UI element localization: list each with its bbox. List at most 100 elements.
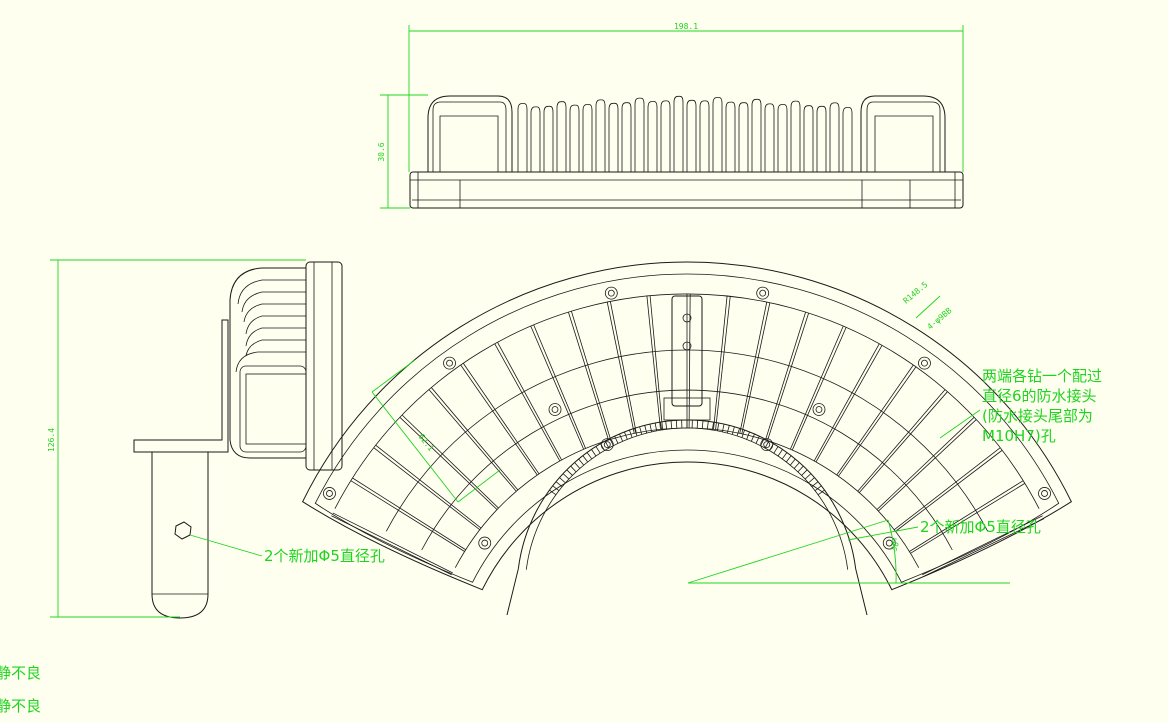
- arc-rib: [568, 312, 609, 441]
- fin: [634, 97, 645, 172]
- arc-rib: [815, 345, 883, 463]
- top-dimensions: 198.1 30.6: [377, 22, 964, 209]
- arc-rib: [739, 302, 768, 434]
- band-tick: [582, 455, 589, 463]
- drill-note-line-1: 两端各钻一个配过: [982, 367, 1103, 385]
- new-hole-note-left: 2个新加Φ5直径孔: [264, 547, 385, 565]
- top-width-label: 198.1: [674, 22, 698, 31]
- fin: [621, 102, 632, 172]
- arc-rib: [401, 414, 499, 509]
- drill-note-line-2: 直径6的防水接头: [982, 387, 1097, 405]
- band-tick: [755, 436, 760, 444]
- band-tick: [721, 424, 725, 432]
- band-tick: [769, 443, 774, 451]
- band-tick: [781, 452, 788, 460]
- side-view: [133, 261, 343, 619]
- band-tick: [624, 431, 628, 440]
- mount-hole-inner: [603, 441, 611, 449]
- mount-hole-inner: [759, 289, 767, 297]
- arc-rib: [836, 364, 914, 476]
- band-tick: [777, 449, 783, 457]
- fin: [647, 101, 658, 172]
- top-height-label: 30.6: [377, 142, 386, 161]
- mount-hole: [756, 286, 770, 300]
- arc-rib: [530, 325, 585, 450]
- drill-note-line-4: M10H7)孔: [982, 427, 1056, 445]
- arc-rib: [895, 449, 1003, 532]
- arc-rib: [765, 312, 806, 441]
- fin: [686, 99, 697, 172]
- arc-rib: [460, 364, 538, 476]
- arc-rib: [791, 327, 847, 451]
- arc-rib: [713, 295, 728, 430]
- band-tick: [741, 429, 745, 438]
- band-tick: [574, 462, 581, 469]
- band-tick: [566, 469, 573, 476]
- arc-rib: [494, 343, 561, 462]
- mount-hole: [323, 487, 336, 500]
- arc-rib: [609, 301, 637, 434]
- mount-hole-inner: [326, 490, 333, 497]
- mount-hole: [604, 286, 618, 300]
- side-note-1: 静不良: [0, 664, 42, 682]
- band-tick: [726, 425, 730, 434]
- band-tick: [654, 422, 658, 431]
- band-tick: [696, 420, 699, 429]
- arc-rib: [649, 295, 663, 430]
- mount-hole-inner: [446, 359, 453, 367]
- band-tick: [817, 489, 825, 496]
- angle-label: 30°: [889, 536, 902, 553]
- fin: [543, 105, 554, 172]
- fin: [764, 103, 775, 172]
- arc-rib: [688, 294, 691, 429]
- band-tick: [559, 477, 566, 484]
- arc-rib: [606, 302, 635, 434]
- fin: [556, 101, 567, 172]
- band-tick: [789, 458, 796, 466]
- arc-rib: [646, 295, 661, 430]
- band-tick: [549, 489, 557, 496]
- band-tick: [614, 436, 619, 444]
- arc-rib: [910, 483, 1026, 554]
- fin: [738, 102, 749, 172]
- band-tick: [649, 424, 653, 432]
- fin: [582, 104, 593, 172]
- band-tick: [746, 431, 750, 440]
- band-tick: [670, 420, 673, 429]
- fin: [699, 100, 710, 172]
- band-tick: [764, 440, 770, 449]
- band-tick: [562, 473, 570, 480]
- band-tick: [665, 421, 668, 430]
- band-tick: [609, 438, 614, 446]
- top-view: [409, 95, 964, 209]
- fin: [725, 101, 736, 172]
- band-tick: [591, 449, 597, 457]
- drill-holes-note: 两端各钻一个配过 直径6的防水接头 (防水接头尾部为 M10H7)孔: [982, 366, 1102, 446]
- band-tick: [619, 433, 624, 442]
- band-tick: [555, 481, 563, 488]
- arc-rib: [813, 343, 880, 462]
- band-tick: [736, 428, 740, 437]
- mount-hole: [443, 356, 456, 370]
- fin: [829, 102, 840, 172]
- arc-rib: [894, 447, 1001, 531]
- band-tick: [552, 485, 560, 492]
- band-tick: [808, 477, 815, 484]
- callout-r-label: R148.5: [902, 280, 930, 306]
- band-tick: [760, 438, 765, 446]
- band-tick: [600, 443, 605, 451]
- band-tick: [731, 426, 735, 435]
- arc-rib: [909, 480, 1024, 552]
- band-tick: [634, 428, 638, 437]
- arc-rib: [533, 324, 586, 449]
- mount-hole-inner: [481, 539, 489, 547]
- arc-rib: [497, 342, 562, 461]
- arc-rib: [857, 389, 946, 492]
- arc-width-label: 62.1: [416, 432, 435, 453]
- arc-rib: [878, 419, 977, 512]
- mount-hole-inner: [921, 359, 928, 367]
- arc-rib: [923, 518, 1045, 577]
- band-tick: [804, 473, 812, 480]
- mount-hole: [548, 403, 562, 416]
